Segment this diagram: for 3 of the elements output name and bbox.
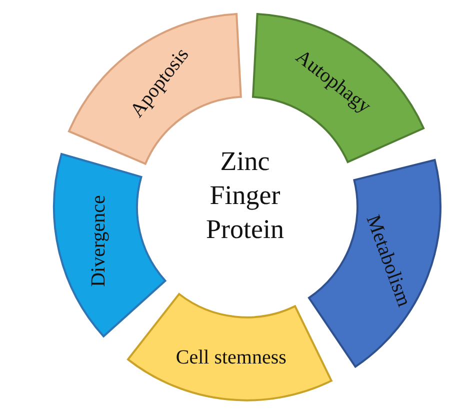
segment-label: Cell stemness	[176, 346, 286, 370]
center-title: Zinc Finger Protein	[205, 145, 285, 246]
segment-label: Divergence	[88, 195, 111, 287]
